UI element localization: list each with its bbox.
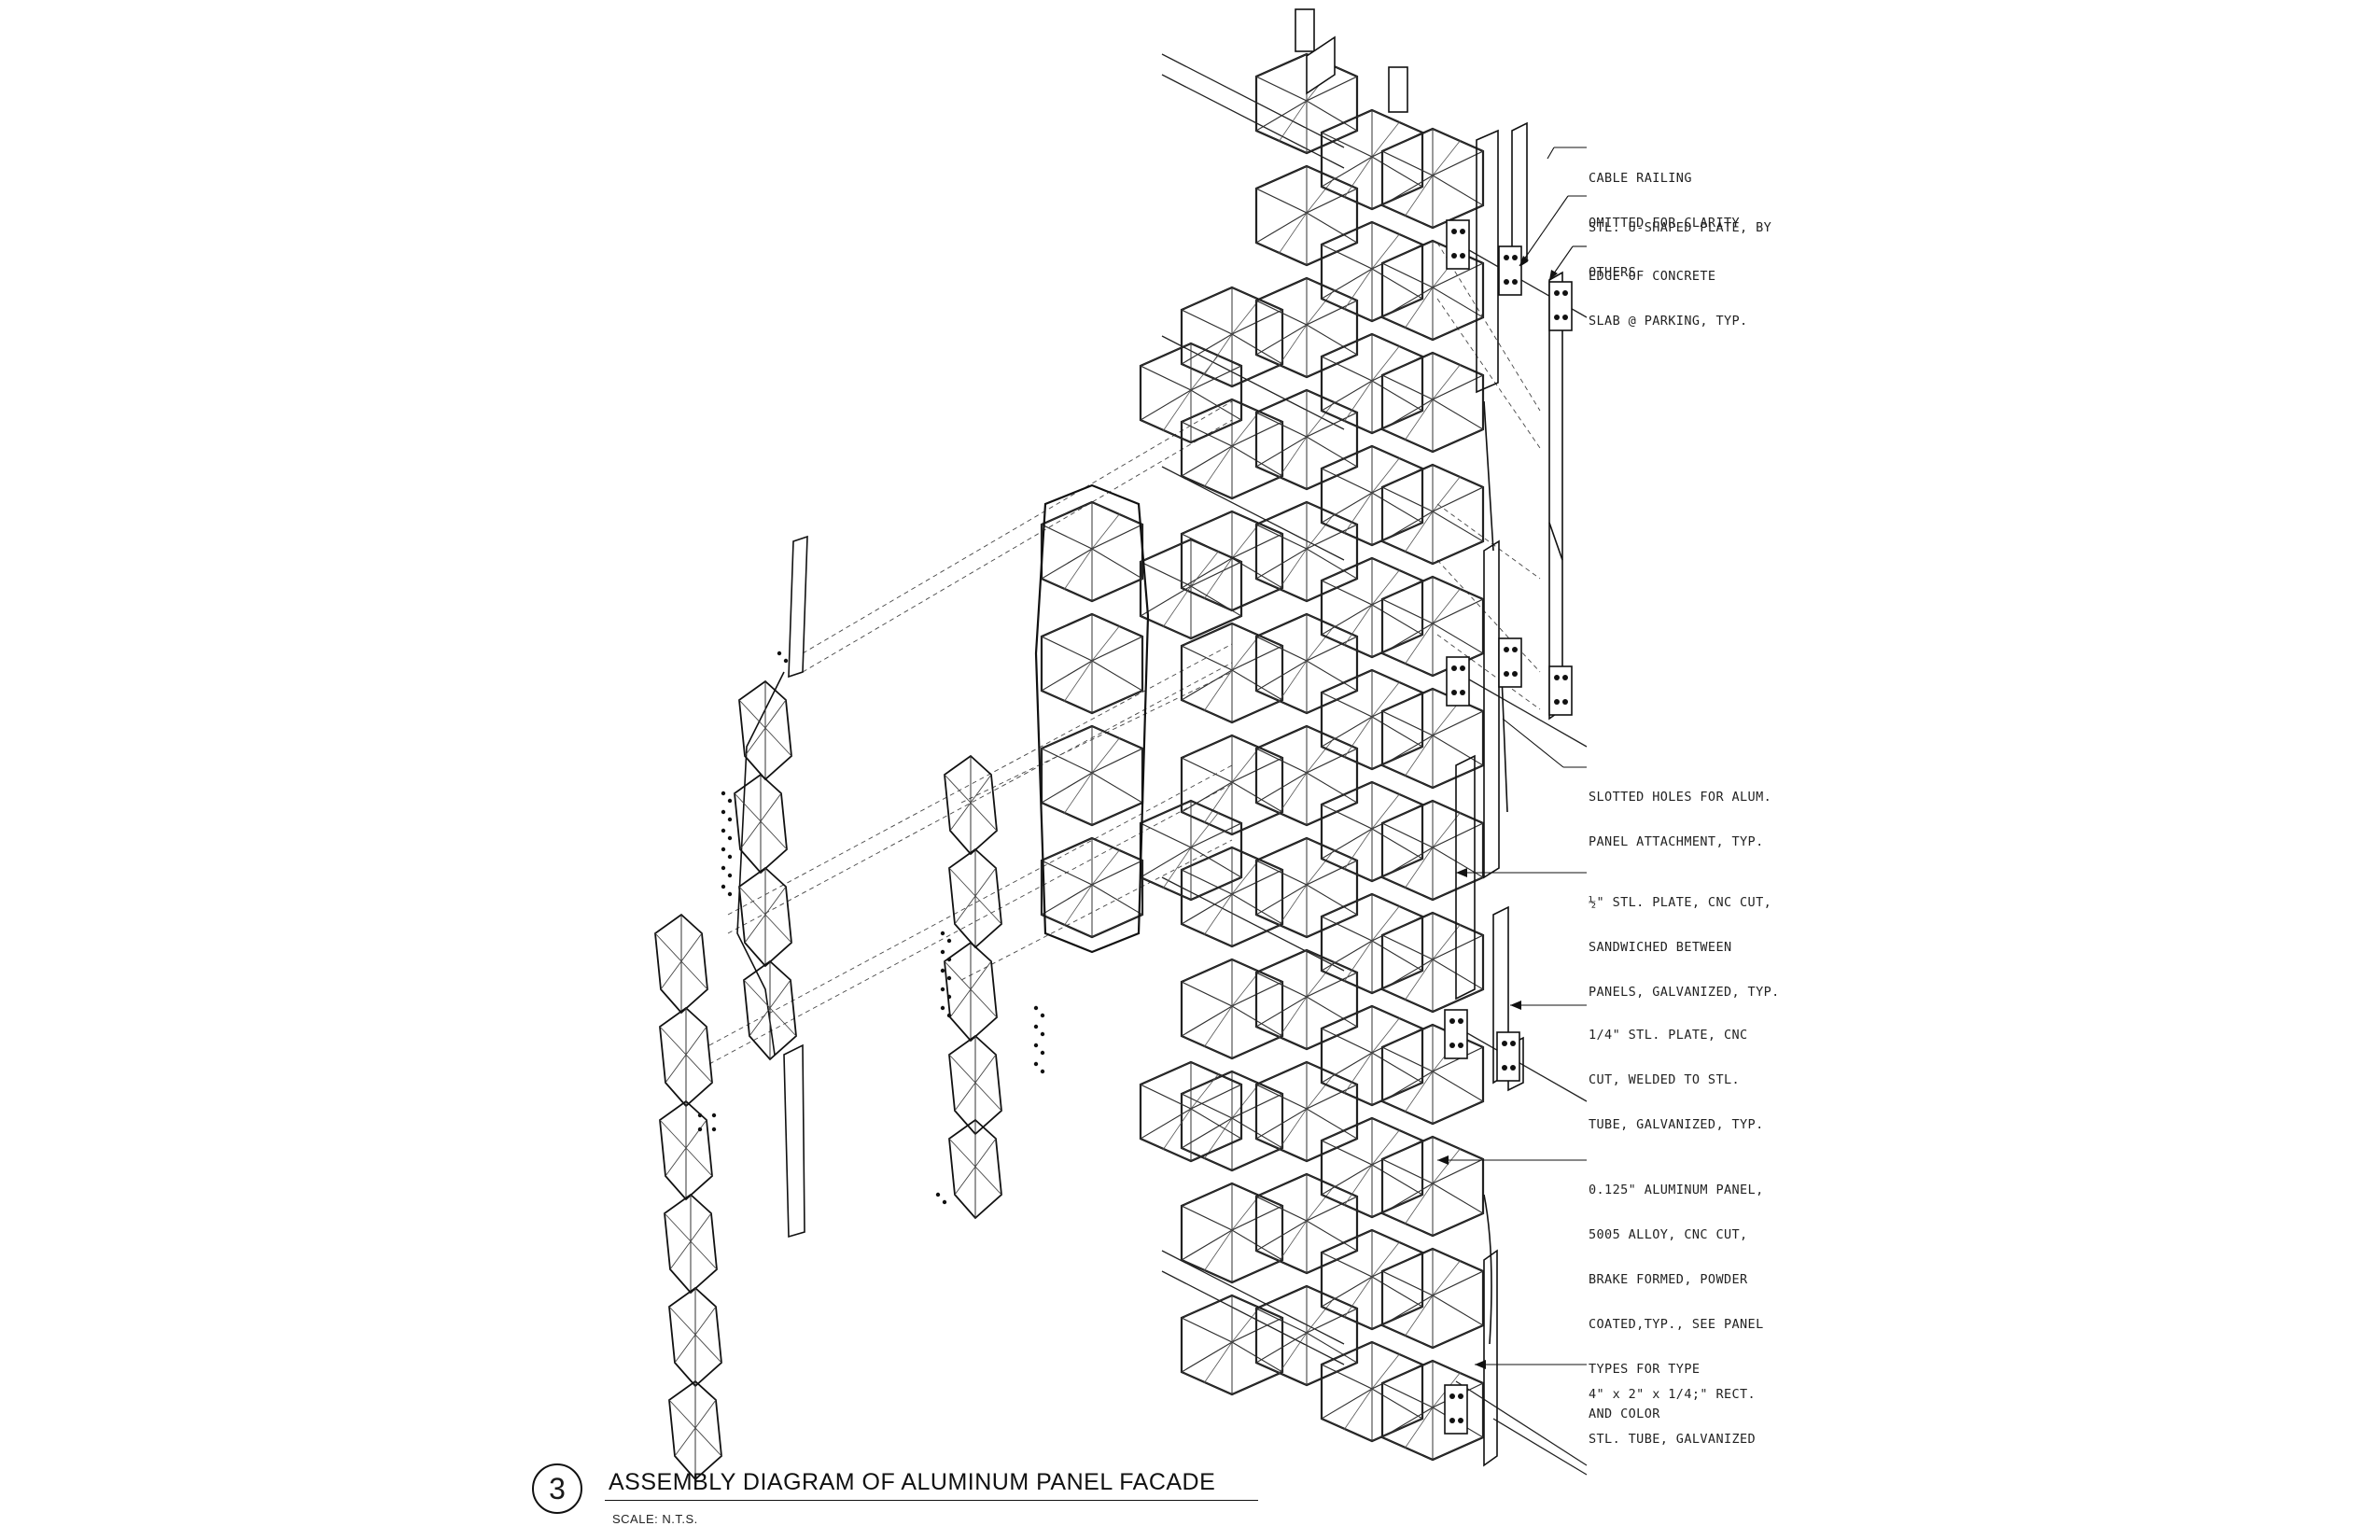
exploded-panel-module <box>1034 483 1150 954</box>
note-line: CUT, WELDED TO STL. <box>1589 1072 1741 1087</box>
bolt-markers <box>697 651 1045 1205</box>
note-line: 4" x 2" x 1/4;" RECT. <box>1589 1387 1757 1402</box>
note-rect-tube: 4" x 2" x 1/4;" RECT. STL. TUBE, GALVANI… <box>1589 1357 1756 1462</box>
note-line: PANELS, GALVANIZED, TYP. <box>1589 985 1780 1000</box>
note-half-inch-plate: ½" STL. PLATE, CNC CUT, SANDWICHED BETWE… <box>1589 865 1780 1015</box>
note-aluminum-panel: 0.125" ALUMINUM PANEL, 5005 ALLOY, CNC C… <box>1589 1153 1764 1436</box>
exploded-plate-strip-1 <box>736 535 808 1239</box>
note-line: SLOTTED HOLES FOR ALUM. <box>1589 790 1772 805</box>
steel-plates-right <box>1455 121 1563 1467</box>
drawing-number: 3 <box>532 1463 582 1514</box>
steel-brackets <box>1444 219 1573 1435</box>
note-line: STL. TUBE, GALVANIZED <box>1589 1432 1757 1447</box>
note-line: TYPES FOR TYPE <box>1589 1362 1701 1377</box>
note-line: AND COLOR <box>1589 1407 1660 1421</box>
note-cable-railing: CABLE RAILING OMITTED FOR CLARITY <box>1589 141 1740 245</box>
note-line: EDGE OF CONCRETE <box>1589 269 1716 284</box>
exploded-sidemods-col-b <box>654 914 722 1480</box>
exploded-sidemods-col-c <box>944 755 1002 1219</box>
note-u-shaped-plate: STL. U-SHAPED PLATE, BY OTHERS <box>1589 190 1771 295</box>
note-line: BRAKE FORMED, POWDER <box>1589 1272 1748 1287</box>
note-line: SLAB @ PARKING, TYP. <box>1589 314 1748 329</box>
note-line: OTHERS <box>1589 265 1637 280</box>
note-line: PANEL ATTACHMENT, TYP. <box>1589 834 1764 849</box>
drawing-title: ASSEMBLY DIAGRAM OF ALUMINUM PANEL FACAD… <box>609 1469 1216 1495</box>
note-line: ½" STL. PLATE, CNC CUT, <box>1589 895 1772 910</box>
leader-arrowheads <box>1437 256 1558 1369</box>
note-line: 1/4" STL. PLATE, CNC <box>1589 1028 1748 1043</box>
note-quarter-inch-plate: 1/4" STL. PLATE, CNC CUT, WELDED TO STL.… <box>1589 998 1764 1147</box>
note-line: TUBE, GALVANIZED, TYP. <box>1589 1117 1764 1132</box>
drawing-scale: SCALE: N.T.S. <box>612 1512 698 1526</box>
exploded-sidemods-col-a <box>734 680 797 1060</box>
note-concrete-slab-edge: EDGE OF CONCRETE SLAB @ PARKING, TYP. <box>1589 239 1748 343</box>
note-line: STL. U-SHAPED PLATE, BY <box>1589 220 1772 235</box>
note-line: OMITTED FOR CLARITY <box>1589 216 1741 231</box>
structure-lines <box>1161 53 1588 1476</box>
note-slotted-holes: SLOTTED HOLES FOR ALUM. PANEL ATTACHMENT… <box>1589 760 1771 864</box>
projection-dashed-lines <box>708 242 1541 1065</box>
title-underline <box>605 1500 1258 1501</box>
note-line: SANDWICHED BETWEEN <box>1589 940 1732 955</box>
note-line: 0.125" ALUMINUM PANEL, <box>1589 1183 1764 1197</box>
note-line: CABLE RAILING <box>1589 171 1692 186</box>
facade-panel-field <box>1139 52 1485 1462</box>
facade-top-posts <box>1295 8 1408 113</box>
note-line: 5005 ALLOY, CNC CUT, <box>1589 1227 1748 1242</box>
note-line: COATED,TYP., SEE PANEL <box>1589 1317 1764 1332</box>
